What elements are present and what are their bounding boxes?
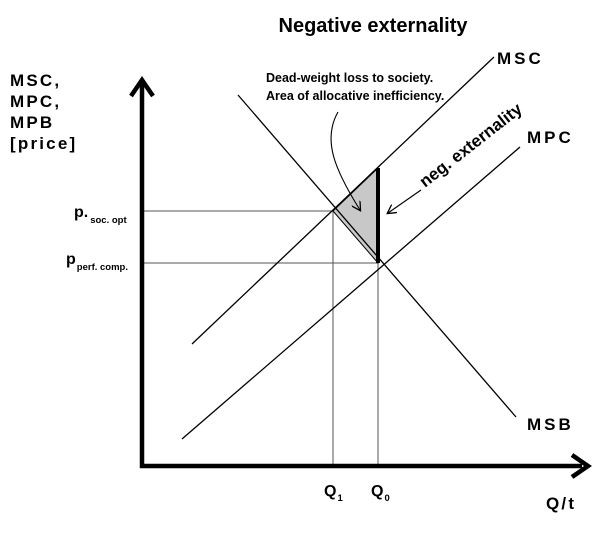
dwl-annotation-line-2: Area of allocative inefficiency. (266, 89, 444, 103)
y-axis-label-line-4: [price] (10, 134, 77, 153)
q0-label: Q0 (371, 483, 390, 504)
price-perf-comp-label: pperf. comp. (66, 251, 128, 273)
dwl-annotation-line-1: Dead-weight loss to society. (266, 71, 433, 85)
msc-label: MSC (497, 49, 544, 68)
mpc-label: MPC (527, 128, 574, 147)
externality-annotation: neg. externality (416, 99, 526, 191)
q1-label: Q1 (324, 483, 343, 504)
x-axis-arrowhead (570, 453, 592, 479)
y-axis-arrowhead (129, 76, 155, 98)
y-axis-label-line-1: MSC, (10, 71, 61, 90)
y-axis-label-line-3: MPB (10, 113, 54, 132)
x-axis-label: Q/t (546, 494, 576, 513)
msc-curve (191, 56, 495, 345)
diagram-title: Negative externality (279, 15, 469, 37)
y-axis-label-line-2: MPC, (10, 92, 61, 111)
externality-pointer-arrow (388, 189, 422, 213)
dwl-pointer-arrow (330, 111, 360, 210)
mpc-curve (181, 146, 521, 440)
price-soc-opt-label: p.soc. opt (74, 204, 127, 226)
msb-label: MSB (527, 415, 574, 434)
